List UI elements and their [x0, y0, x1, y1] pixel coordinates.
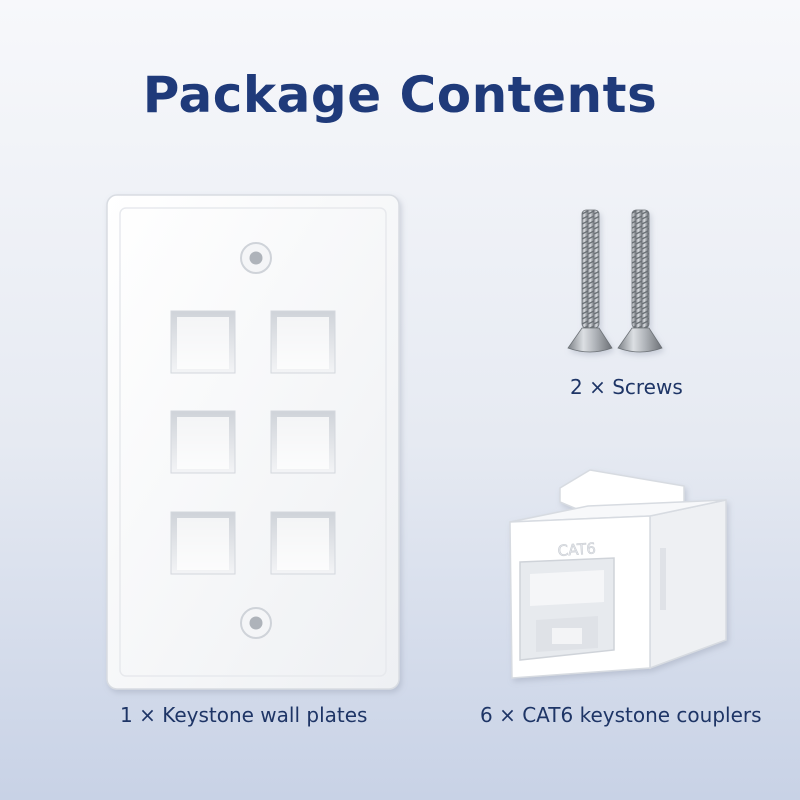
- keystone-openings: [170, 310, 336, 575]
- keystone-coupler-icon: CAT6: [509, 469, 727, 679]
- coupler-marking: CAT6: [557, 539, 596, 560]
- keystone-wall-plate-icon: [106, 194, 400, 690]
- screw-icon: [567, 209, 663, 353]
- wall-plate-caption: 1 × Keystone wall plates: [120, 703, 368, 727]
- page-title: Package Contents: [142, 66, 658, 124]
- coupler-caption: 6 × CAT6 keystone couplers: [480, 703, 762, 727]
- screws-caption: 2 × Screws: [570, 375, 683, 399]
